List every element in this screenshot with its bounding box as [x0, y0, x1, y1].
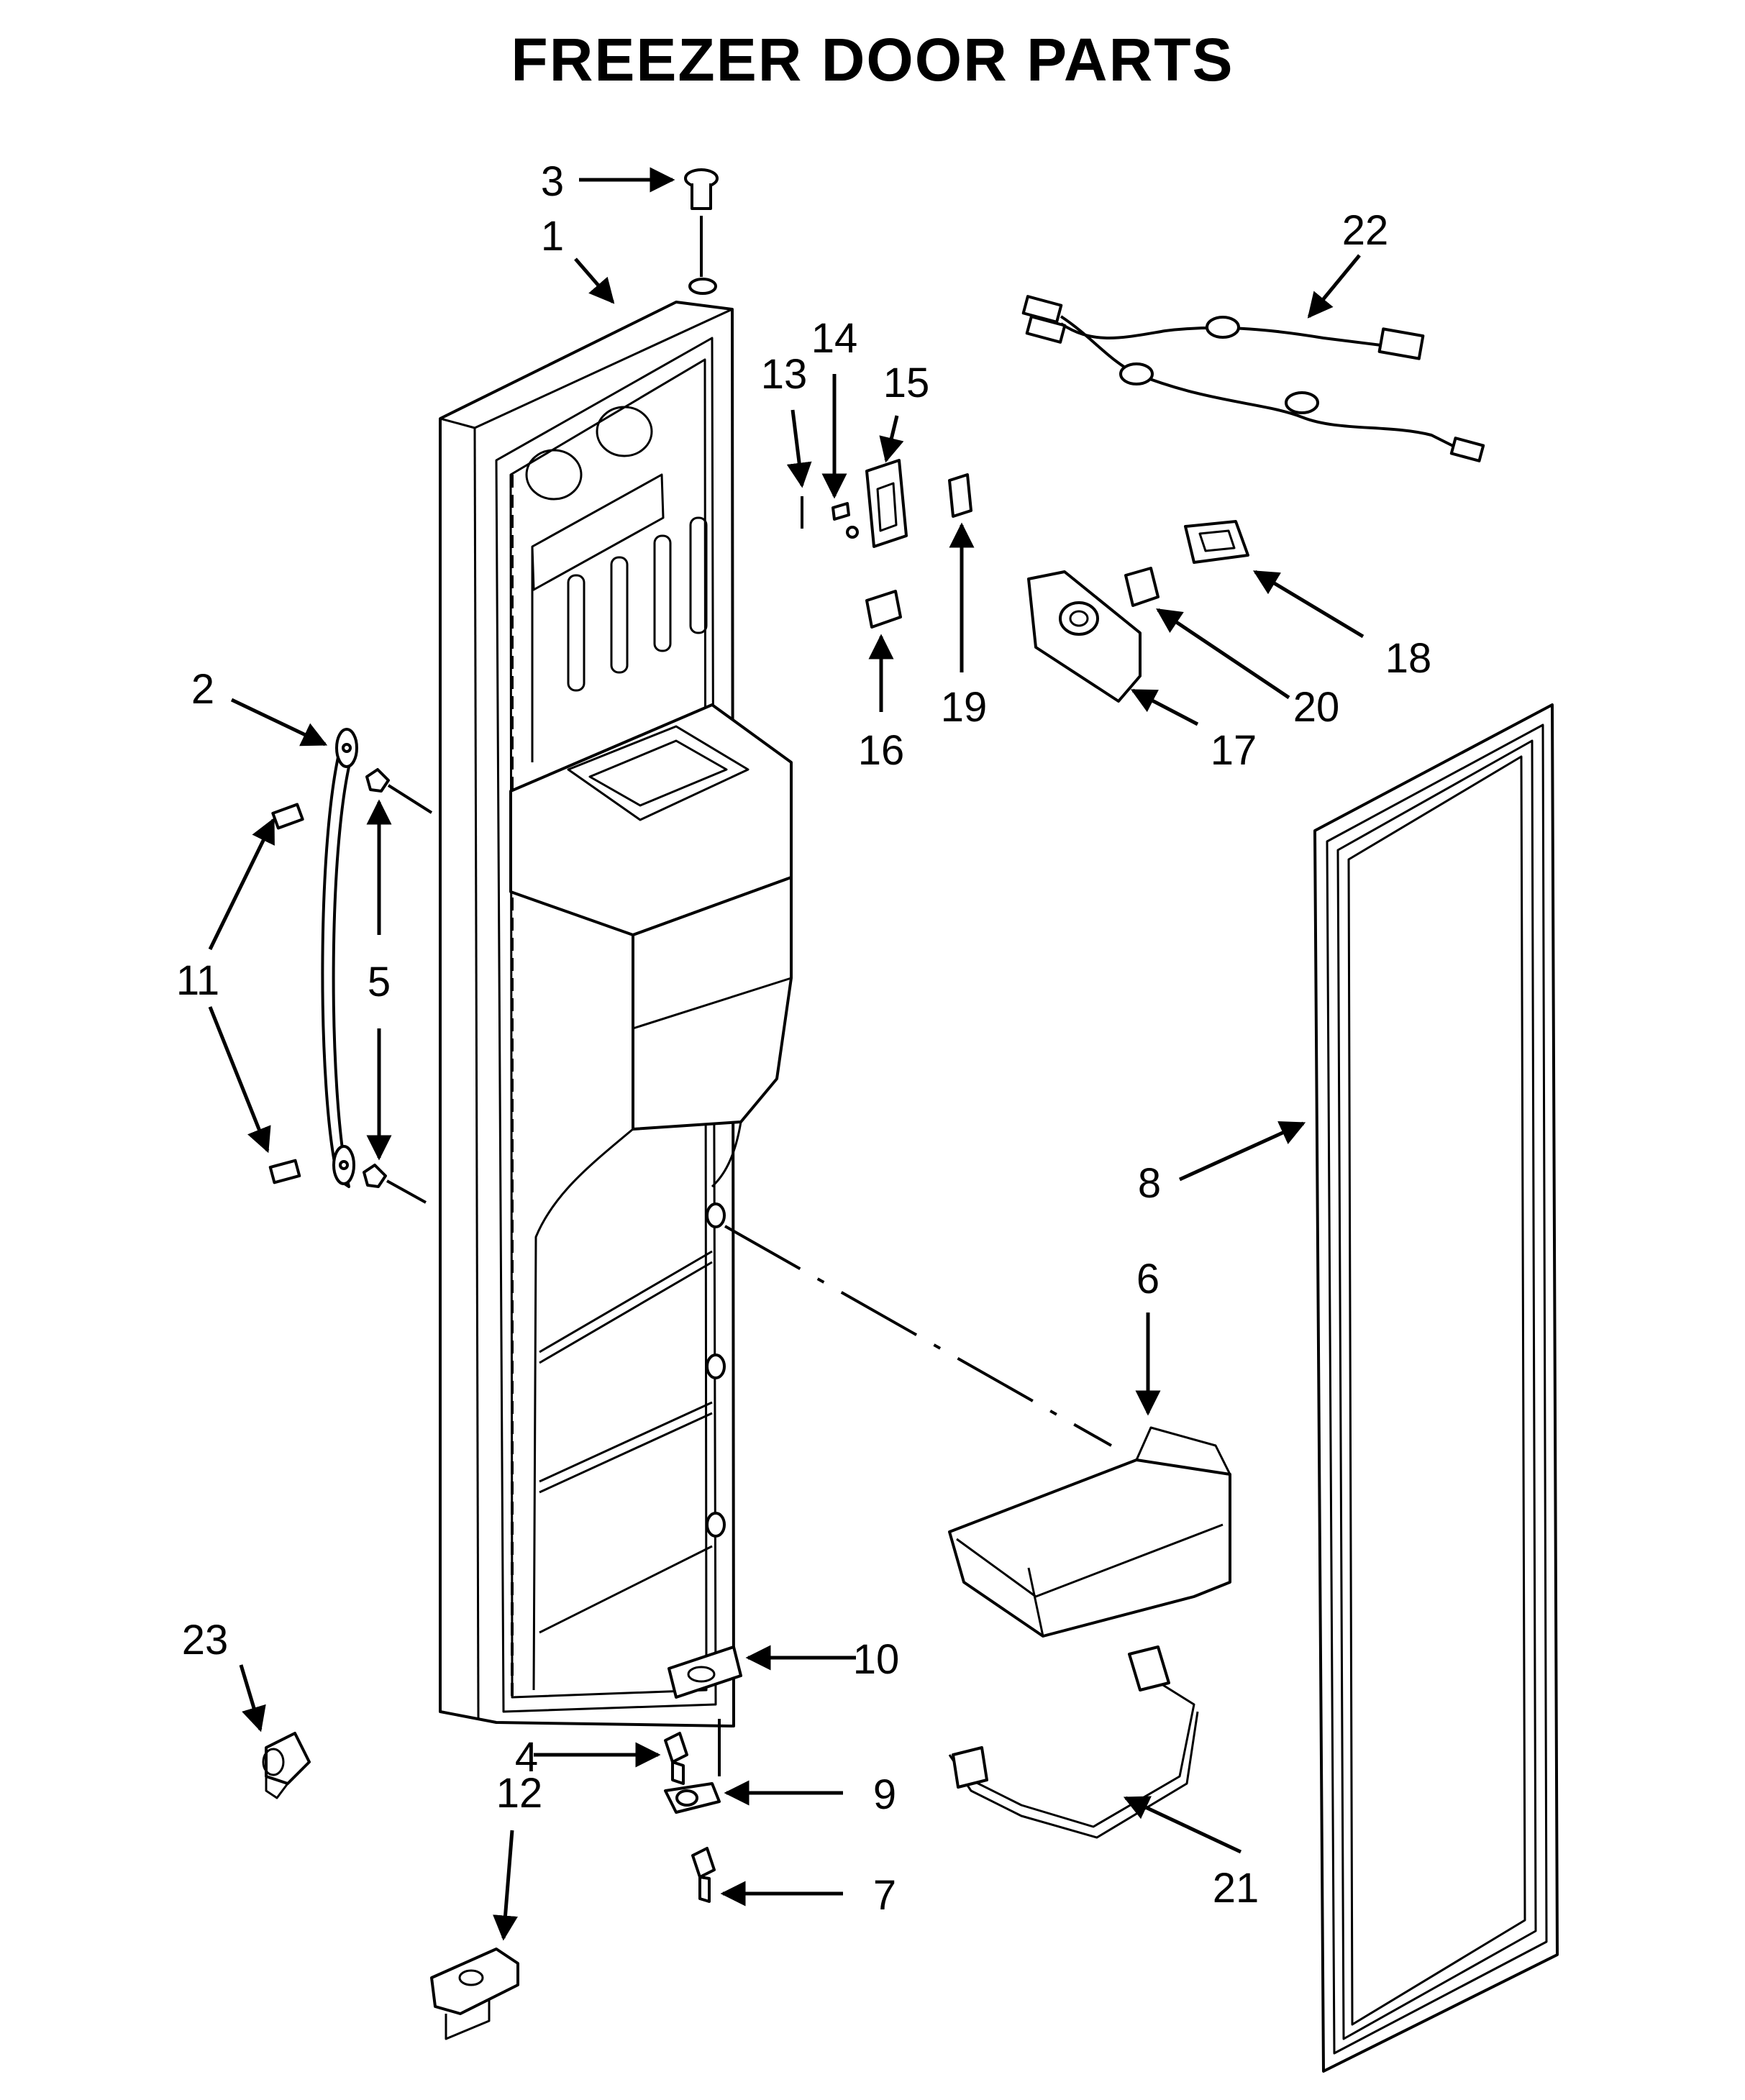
callout-6: 6: [1136, 1256, 1159, 1302]
leader-lines: [208, 167, 1364, 1941]
callout-12: 12: [496, 1770, 543, 1817]
door-handle-part: [321, 728, 358, 1188]
callout-10: 10: [853, 1636, 900, 1683]
diagram-title: FREEZER DOOR PARTS: [511, 26, 1234, 93]
hinge-bushing-part: [684, 168, 719, 277]
control-housing-parts: [1027, 520, 1249, 703]
callout-1: 1: [541, 213, 564, 260]
callout-19: 19: [941, 684, 988, 731]
callout-7: 7: [873, 1872, 896, 1919]
hinge-cover-part: [430, 1948, 519, 2040]
plug-part: [262, 1732, 311, 1799]
door-bin-part: [948, 1426, 1231, 1638]
freezer-door-part: [439, 278, 793, 1727]
callout-3: 3: [541, 158, 564, 205]
callout-16: 16: [858, 727, 905, 774]
shelf-retainer-part: [948, 1645, 1199, 1839]
callout-15: 15: [883, 360, 930, 406]
callout-labels: 3 1 2 11 5 13 14 15 16 19 22 18 20 17 8 …: [176, 158, 1431, 1919]
callout-13: 13: [761, 351, 808, 398]
mounting-stud-parts: [363, 768, 433, 1204]
dispenser-switch-parts: [801, 459, 972, 629]
callout-11: 11: [176, 957, 219, 1004]
callout-23: 23: [182, 1617, 229, 1663]
callout-4: 4: [515, 1734, 538, 1781]
set-screw-parts: [268, 803, 304, 1184]
lower-hinge-parts: [664, 1645, 742, 1903]
wire-harness-part: [1021, 295, 1485, 462]
assembly-dash-line: [724, 1225, 1112, 1447]
callout-18: 18: [1385, 635, 1432, 682]
callout-22: 22: [1342, 207, 1389, 254]
callout-8: 8: [1138, 1160, 1161, 1207]
callout-17: 17: [1211, 727, 1257, 774]
callout-20: 20: [1293, 684, 1340, 731]
callout-5: 5: [368, 959, 391, 1005]
callout-9: 9: [873, 1771, 896, 1818]
callout-14: 14: [811, 315, 858, 362]
callout-2: 2: [191, 666, 214, 713]
door-gasket-part: [1313, 703, 1559, 2073]
callout-21: 21: [1213, 1865, 1259, 1912]
